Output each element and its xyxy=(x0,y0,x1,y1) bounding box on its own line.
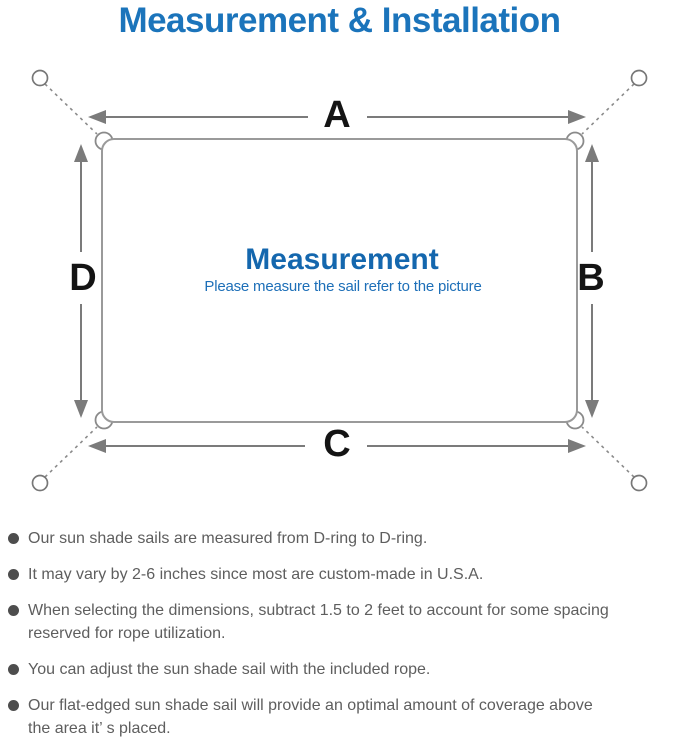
note-line: reserved for rope utilization. xyxy=(28,625,226,642)
note-text: You can adjust the sun shade sail with t… xyxy=(28,658,430,681)
list-item: When selecting the dimensions, subtract … xyxy=(0,599,679,645)
dimension-label-d: D xyxy=(69,257,97,299)
note-line: It may vary by 2-6 inches since most are… xyxy=(28,566,484,583)
anchor-ring-icon xyxy=(31,69,648,492)
bullet-icon xyxy=(8,605,19,616)
dimension-label-c: C xyxy=(323,423,351,465)
note-line: Our sun shade sails are measured from D-… xyxy=(28,530,428,547)
measurement-diagram xyxy=(31,69,648,492)
list-item: Our sun shade sails are measured from D-… xyxy=(0,527,679,550)
note-line: the area it’ s placed. xyxy=(28,720,171,737)
bullet-icon xyxy=(8,533,19,544)
note-line: Our flat-edged sun shade sail will provi… xyxy=(28,697,593,714)
page-title: Measurement & Installation xyxy=(118,1,561,40)
measurement-subheading: Please measure the sail refer to the pic… xyxy=(204,278,482,295)
note-line: When selecting the dimensions, subtract … xyxy=(28,602,609,619)
dimension-label-a: A xyxy=(323,94,351,136)
rope-dashed-line xyxy=(44,83,635,478)
list-item: It may vary by 2-6 inches since most are… xyxy=(0,563,679,586)
note-line: You can adjust the sun shade sail with t… xyxy=(28,661,431,678)
bullet-icon xyxy=(8,700,19,711)
list-item: Our flat-edged sun shade sail will provi… xyxy=(0,694,679,739)
notes-list: Our sun shade sails are measured from D-… xyxy=(0,527,679,739)
note-text: When selecting the dimensions, subtract … xyxy=(28,599,609,645)
note-text: Our sun shade sails are measured from D-… xyxy=(28,527,427,550)
bullet-icon xyxy=(8,569,19,580)
sail-outline xyxy=(101,138,578,423)
dimension-arrow xyxy=(74,110,599,453)
note-text: Our flat-edged sun shade sail will provi… xyxy=(28,694,593,739)
note-text: It may vary by 2-6 inches since most are… xyxy=(28,563,483,586)
measurement-heading: Measurement xyxy=(245,243,439,276)
bullet-icon xyxy=(8,664,19,675)
dimension-label-b: B xyxy=(577,257,605,299)
list-item: You can adjust the sun shade sail with t… xyxy=(0,658,679,681)
